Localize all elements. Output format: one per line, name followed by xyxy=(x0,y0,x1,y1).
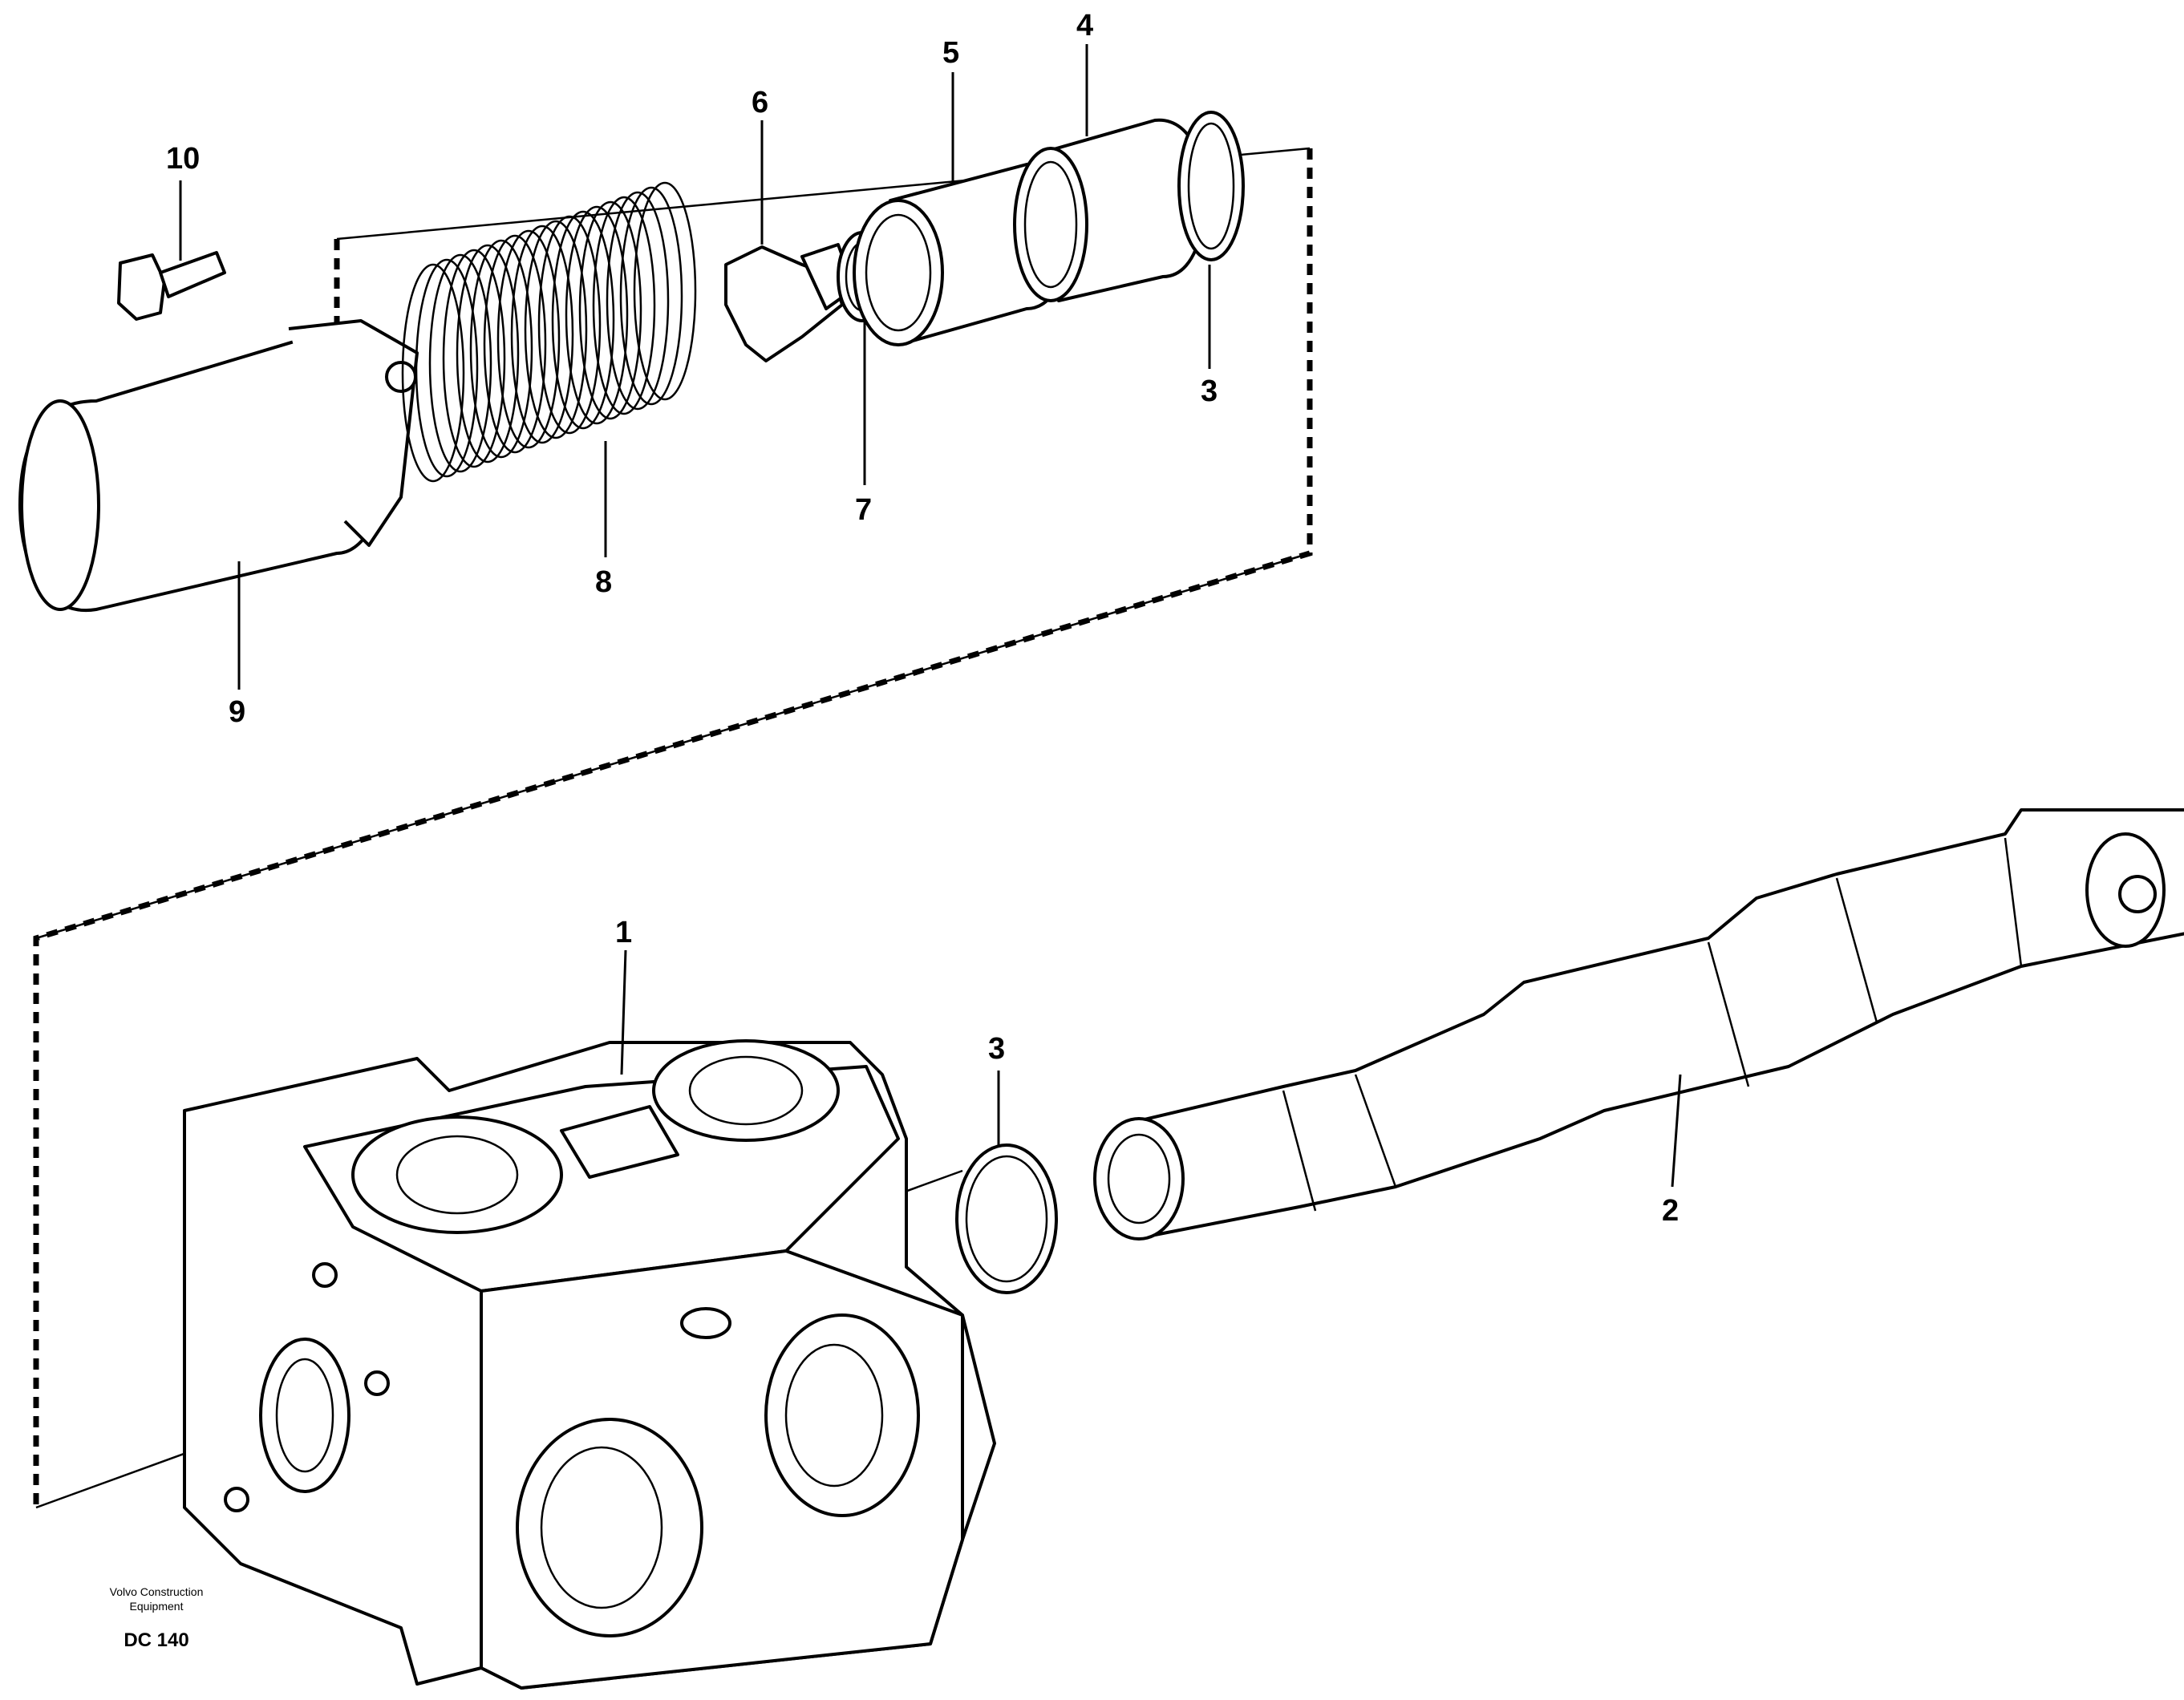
spring-coil xyxy=(633,181,697,401)
bolt-part xyxy=(117,251,226,321)
callout-9: 9 xyxy=(229,695,245,729)
bushing-part xyxy=(1013,118,1207,302)
spring-coil xyxy=(619,186,683,406)
credit-line-2: Equipment xyxy=(130,1600,184,1613)
spring-coil xyxy=(442,249,506,468)
credit-line-1: Volvo Construction xyxy=(110,1585,204,1598)
callout-5: 5 xyxy=(942,36,959,70)
spring-coil xyxy=(428,253,492,473)
spring-coil xyxy=(524,220,588,439)
spool-part xyxy=(1093,808,2184,1241)
leader-lines xyxy=(179,44,1682,1188)
spring-coil xyxy=(565,205,629,425)
callout-7: 7 xyxy=(855,493,872,527)
callout-labels: 10 6 5 4 3 7 8 9 1 3 2 xyxy=(166,9,1679,1228)
valve-body-part xyxy=(183,1039,996,1690)
spring-coil xyxy=(469,239,533,459)
spring-coil xyxy=(401,263,465,483)
spring-coil xyxy=(510,225,574,444)
callout-1: 1 xyxy=(615,916,632,949)
spring-coil xyxy=(551,210,615,430)
o-ring-top-part xyxy=(1177,111,1245,261)
spring-coil xyxy=(415,258,479,478)
o-ring-lower-part xyxy=(955,1143,1058,1294)
plug-part xyxy=(724,243,856,362)
callout-6: 6 xyxy=(752,86,768,119)
drawing-code: DC 140 xyxy=(124,1629,188,1651)
spring-coil xyxy=(592,196,656,415)
spring-coil xyxy=(456,244,520,463)
spring-coil xyxy=(606,191,670,411)
cap-cover-part xyxy=(18,319,419,613)
callout-2: 2 xyxy=(1662,1194,1679,1228)
callout-10: 10 xyxy=(166,142,200,176)
spring-coil xyxy=(483,234,547,454)
spring-coil xyxy=(537,215,602,435)
callout-8: 8 xyxy=(595,565,612,599)
spring-coil xyxy=(496,229,561,449)
callout-3-top: 3 xyxy=(1201,374,1218,408)
spring-coil xyxy=(578,200,642,420)
callout-3-lower: 3 xyxy=(988,1032,1005,1066)
spring-part xyxy=(401,181,697,483)
credit-block: Volvo Construction Equipment DC 140 xyxy=(110,1585,204,1651)
callout-4: 4 xyxy=(1076,9,1093,42)
